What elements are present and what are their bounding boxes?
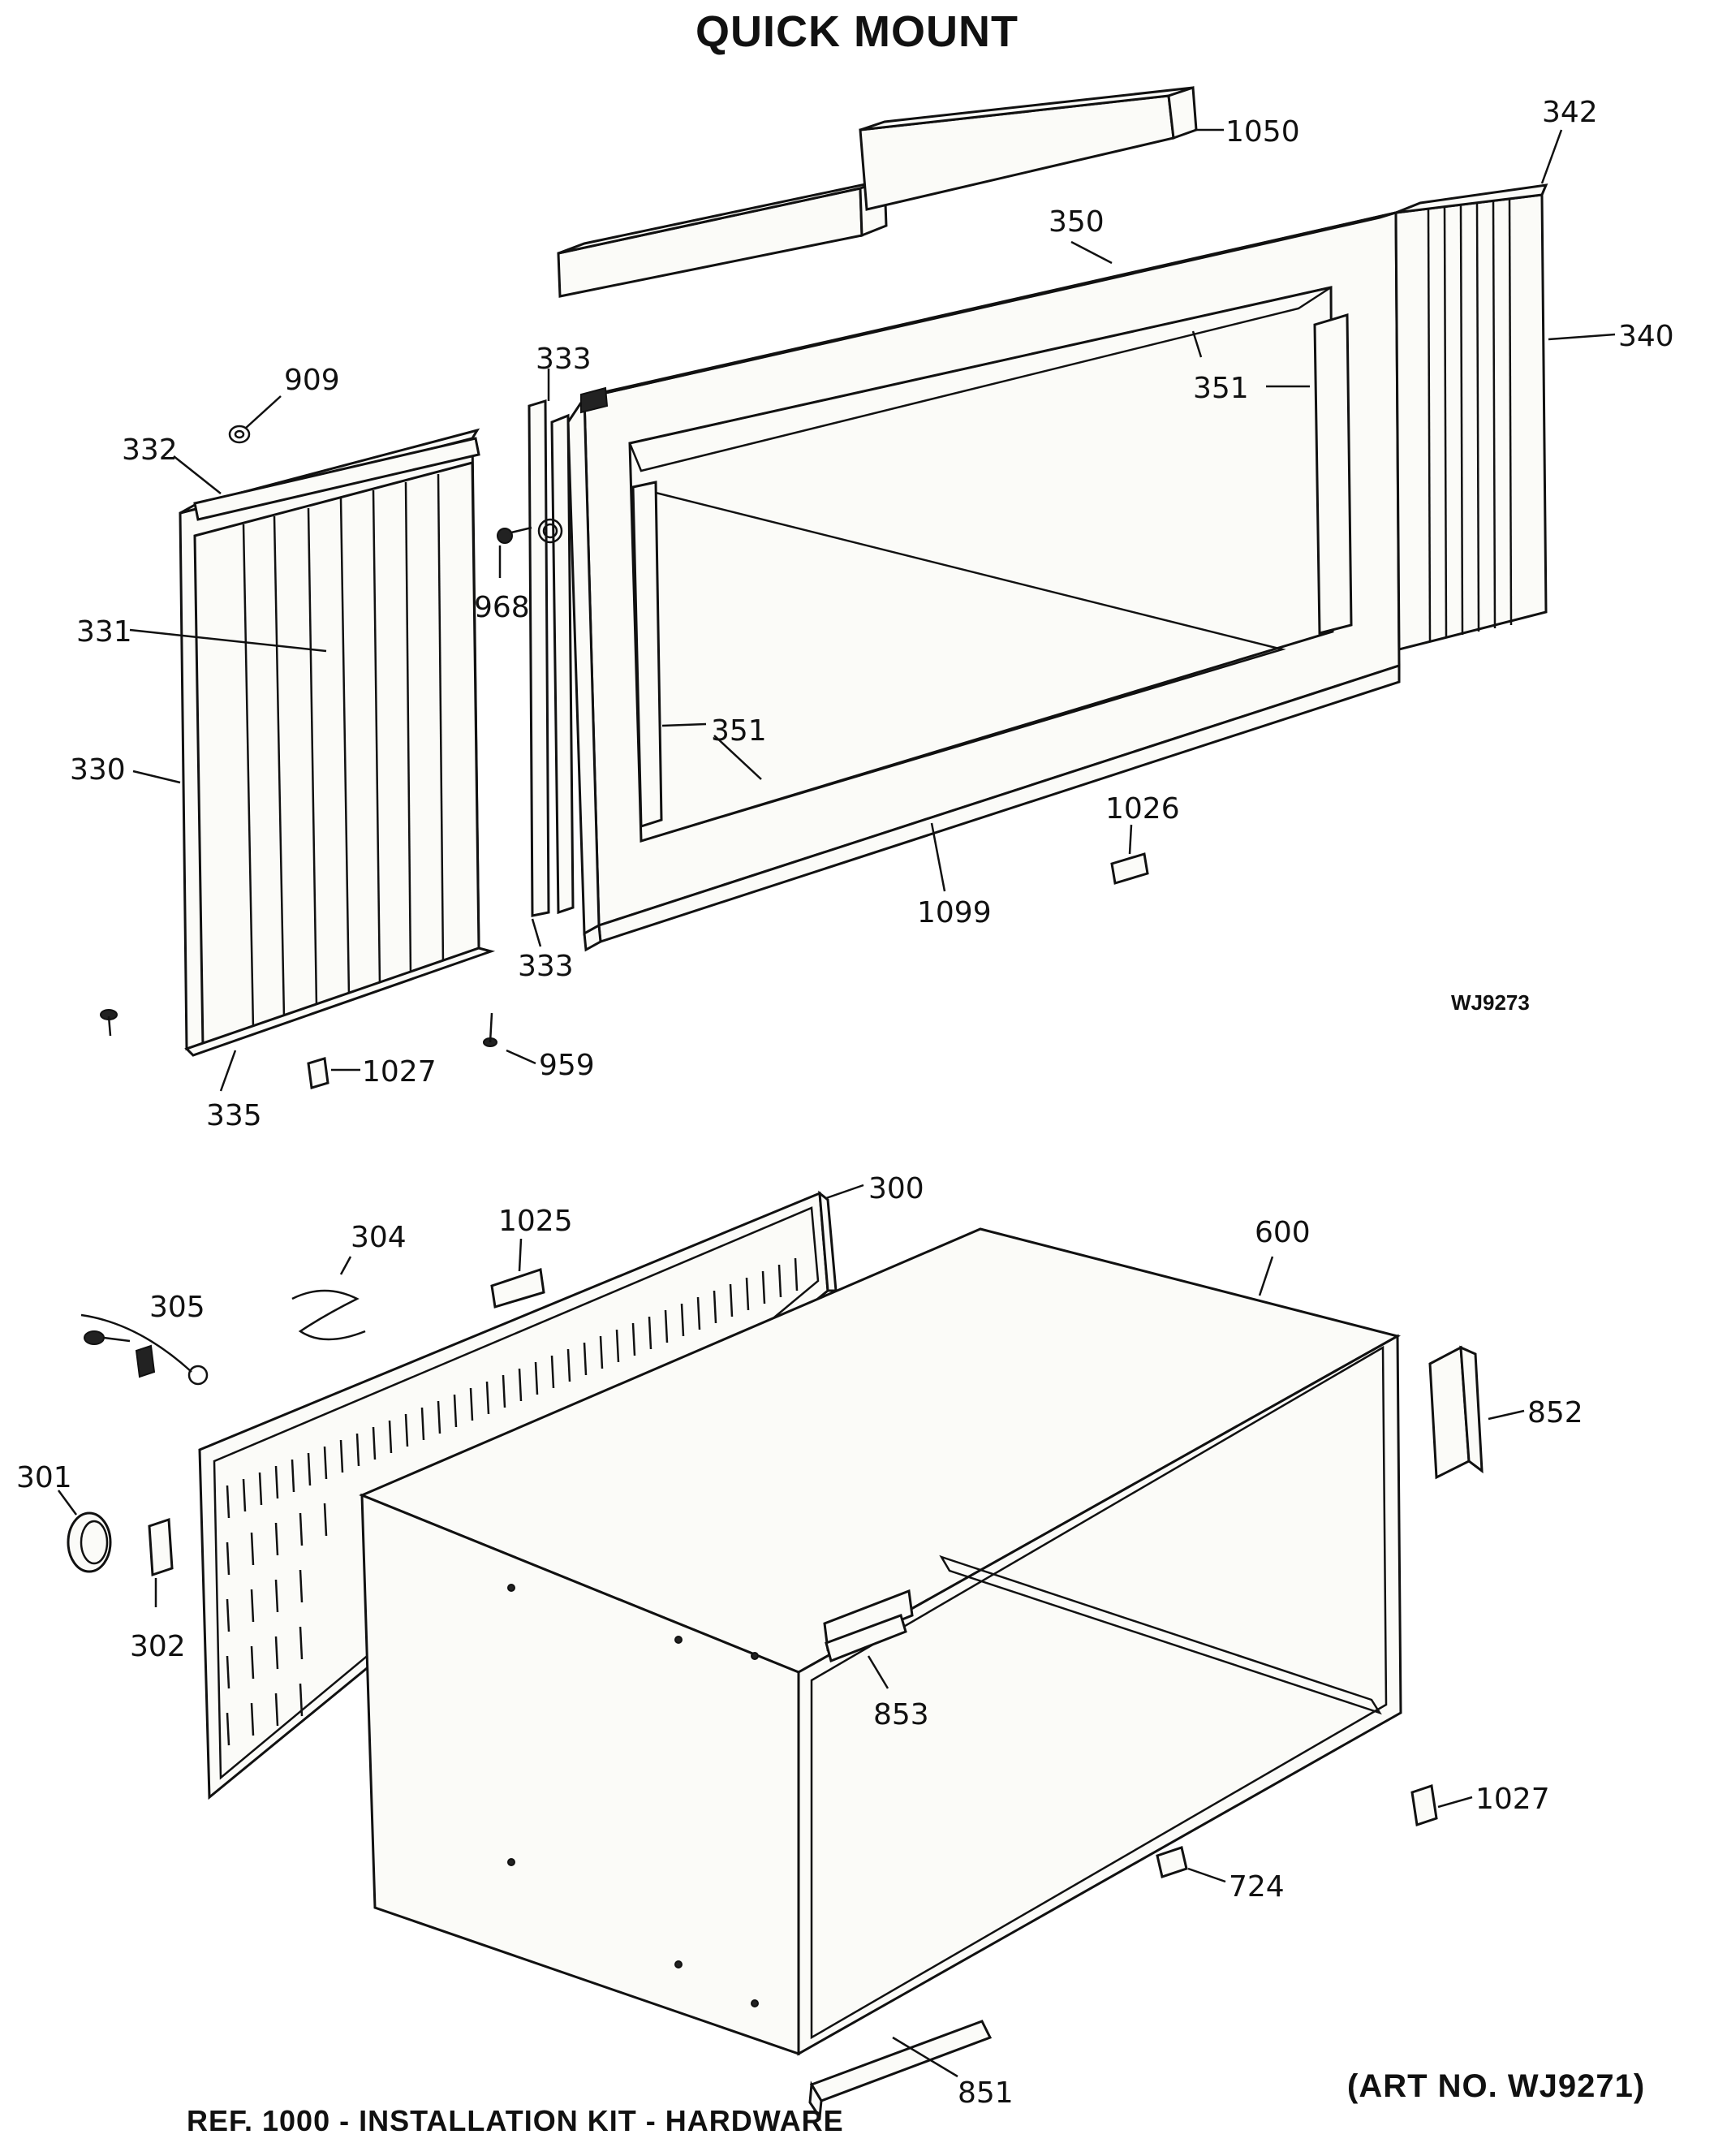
part-302-knob-insert <box>148 1517 174 1577</box>
callout-333-upper: 333 <box>536 343 592 376</box>
part-851-bottom-seal <box>808 2020 993 2121</box>
callout-330: 330 <box>70 753 126 787</box>
callout-331: 331 <box>76 615 132 649</box>
callout-600: 600 <box>1255 1216 1311 1249</box>
part-1025-bracket <box>490 1268 545 1309</box>
ref-note: REF. 1000 - INSTALLATION KIT - HARDWARE <box>187 2104 844 2137</box>
diagram-title: QUICK MOUNT <box>696 7 1018 56</box>
part-1026-bracket <box>1110 852 1149 885</box>
art-code-label: WJ9273 <box>1451 990 1530 1015</box>
part-340-side-curtain <box>1394 183 1548 651</box>
callout-1026: 1026 <box>1105 792 1180 826</box>
part-909-washer <box>228 425 251 444</box>
part-600-cabinet <box>359 1227 1402 2056</box>
part-968-screw <box>497 526 532 544</box>
callout-333-lower: 333 <box>518 950 574 983</box>
part-959-screw <box>483 1012 497 1047</box>
callout-851: 851 <box>958 2076 1014 2110</box>
callout-852: 852 <box>1527 1396 1583 1429</box>
callout-302: 302 <box>130 1630 186 1663</box>
callout-350: 350 <box>1049 205 1105 239</box>
callout-335: 335 <box>206 1099 262 1132</box>
part-852-side-seal <box>1428 1345 1484 1480</box>
callout-1050: 1050 <box>1225 115 1300 149</box>
callout-1099: 1099 <box>917 896 992 929</box>
callout-301: 301 <box>16 1461 72 1494</box>
callout-1027-lower: 1027 <box>1475 1783 1550 1816</box>
part-301-knob <box>67 1511 112 1573</box>
callout-1025: 1025 <box>498 1205 573 1238</box>
part-305-screw-set <box>84 1330 209 1386</box>
callout-909: 909 <box>284 364 340 397</box>
callout-304: 304 <box>351 1221 407 1254</box>
art-number: (ART NO. WJ9271) <box>1347 2068 1646 2104</box>
callout-1027-upper: 1027 <box>362 1055 437 1089</box>
callout-853: 853 <box>873 1698 929 1731</box>
part-724-clip <box>1156 1846 1188 1878</box>
callout-724: 724 <box>1229 1870 1285 1904</box>
part-loose-screw <box>100 1009 118 1037</box>
part-333-mounting-channel <box>528 386 609 917</box>
callout-351-upper: 351 <box>1193 372 1249 405</box>
part-304-spring-clip <box>291 1289 366 1341</box>
part-853-rail <box>825 1614 907 1663</box>
callout-342: 342 <box>1542 96 1598 129</box>
part-1027-clip-upper <box>307 1057 329 1089</box>
callout-305: 305 <box>149 1291 205 1324</box>
callout-300: 300 <box>868 1172 924 1205</box>
part-1050-foam-strip <box>557 85 1198 298</box>
callout-351-lower: 351 <box>711 714 767 748</box>
part-1027-clip-lower <box>1410 1784 1438 1826</box>
part-330-side-panel <box>179 428 496 1057</box>
callout-340: 340 <box>1618 320 1674 353</box>
callout-959: 959 <box>539 1049 595 1082</box>
callout-332: 332 <box>122 433 178 467</box>
part-350-window-frame <box>566 211 1401 952</box>
callout-968: 968 <box>474 591 530 624</box>
